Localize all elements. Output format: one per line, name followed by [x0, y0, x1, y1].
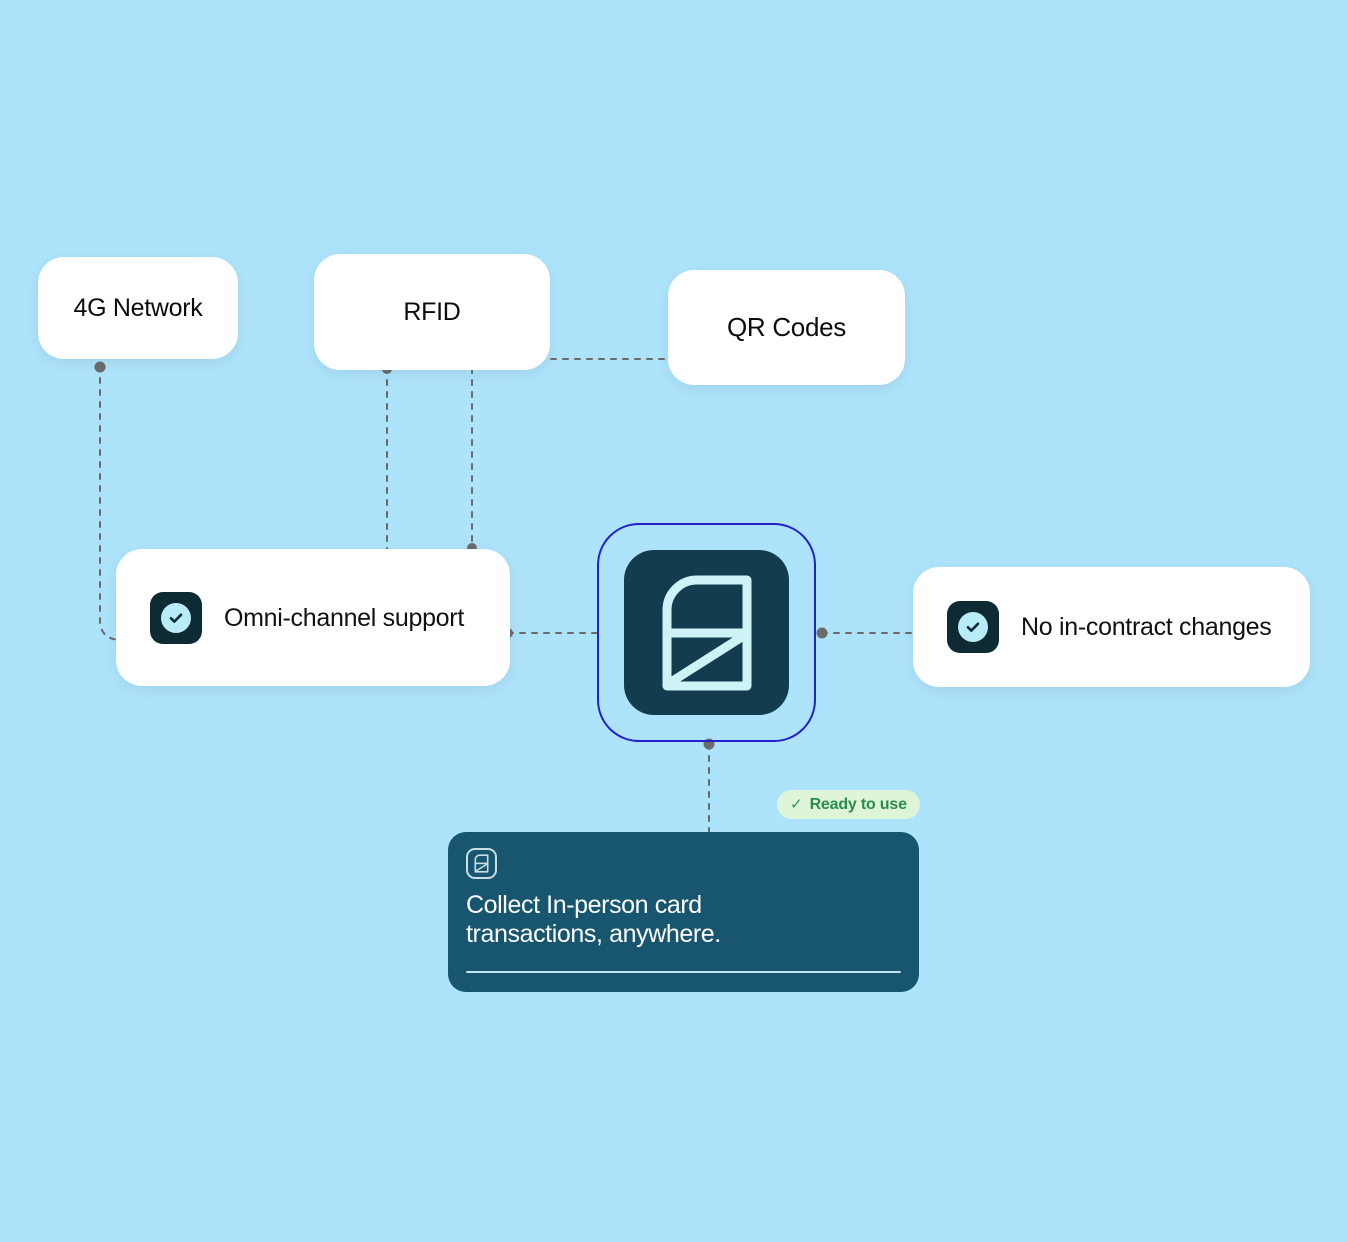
sim-card-icon — [466, 848, 497, 879]
sim-card-icon — [624, 550, 789, 715]
node-card-4g-network[interactable]: 4G Network — [38, 257, 238, 359]
check-mark-icon: ✓ — [790, 796, 803, 813]
check-circle-inner — [958, 612, 988, 642]
node-card-no-in-contract-changes[interactable]: No in-contract changes — [913, 567, 1310, 687]
check-circle-icon — [150, 591, 202, 644]
node-label-4g-network: 4G Network — [73, 293, 203, 322]
promo-divider — [466, 971, 901, 973]
node-label-rfid: RFID — [403, 297, 461, 326]
connector-dot-4g — [94, 361, 106, 373]
promo-card[interactable]: Collect In-person card transactions, any… — [448, 832, 919, 992]
node-label-qr-codes: QR Codes — [727, 312, 846, 342]
status-badge-label: Ready to use — [809, 795, 907, 813]
check-circle-inner — [161, 602, 191, 633]
promo-heading: Collect In-person card transactions, any… — [466, 891, 721, 949]
node-card-omni-channel-support[interactable]: Omni-channel support — [116, 549, 510, 686]
node-label-omni-channel-support: Omni-channel support — [224, 603, 464, 632]
node-card-rfid[interactable]: RFID — [314, 254, 550, 370]
check-circle-icon — [947, 601, 999, 653]
status-badge-ready-to-use: ✓ Ready to use — [777, 790, 920, 819]
connector-dot-hub-right — [816, 627, 828, 639]
node-label-no-in-contract-changes: No in-contract changes — [1021, 613, 1272, 641]
hub-node-sim-card[interactable] — [597, 523, 816, 742]
node-card-qr-codes[interactable]: QR Codes — [668, 270, 905, 385]
